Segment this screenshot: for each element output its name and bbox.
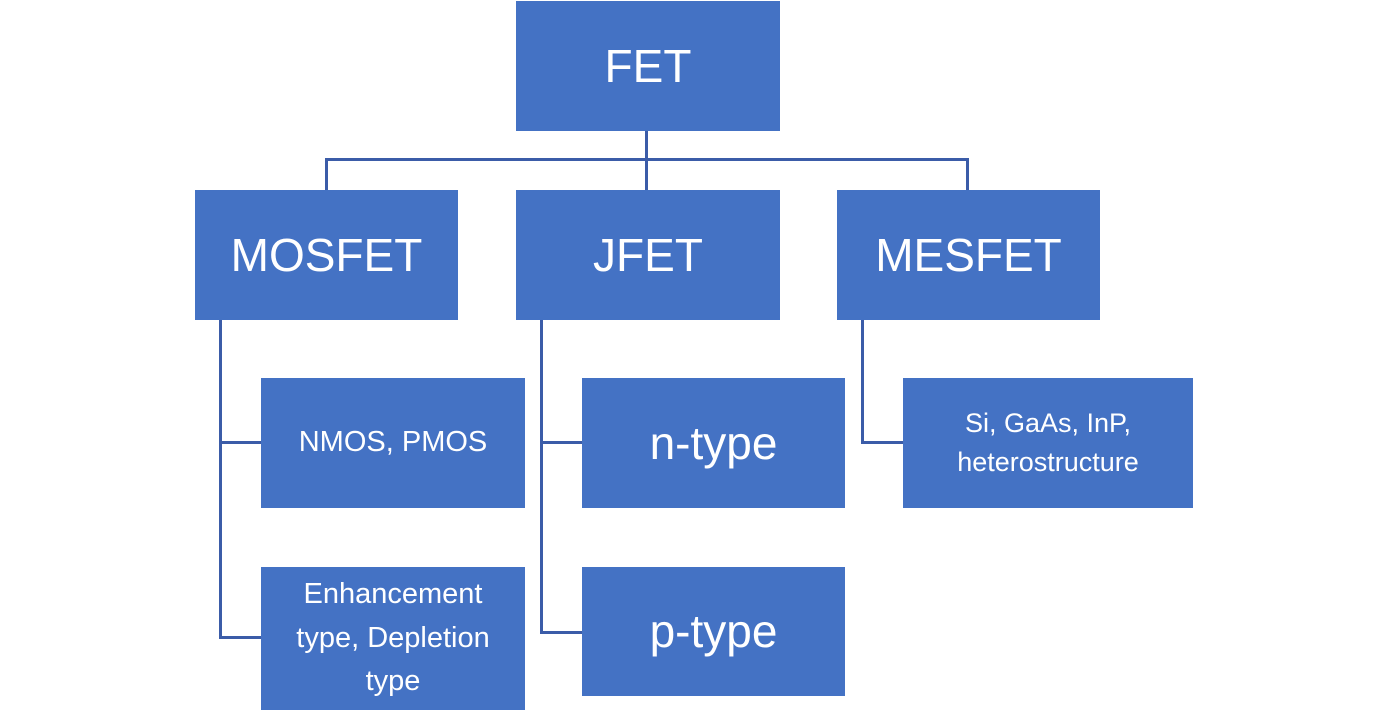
connector-mosfet-drop xyxy=(325,158,328,190)
node-mesfet: MESFET xyxy=(837,190,1100,320)
connector-si-stub xyxy=(861,441,903,444)
connector-ptype-stub xyxy=(540,631,582,634)
connector-horizontal-bus xyxy=(325,158,969,161)
node-p-type: p-type xyxy=(582,567,845,696)
connector-mesfet-rail xyxy=(861,320,864,444)
node-nmos-pmos: NMOS, PMOS xyxy=(261,378,525,508)
connector-fet-drop xyxy=(645,131,648,191)
node-jfet: JFET xyxy=(516,190,780,320)
connector-ntype-stub xyxy=(540,441,582,444)
connector-jfet-rail xyxy=(540,320,543,634)
node-n-type: n-type xyxy=(582,378,845,508)
connector-nmos-stub xyxy=(219,441,261,444)
node-fet: FET xyxy=(516,1,780,131)
connector-enhancement-stub xyxy=(219,636,261,639)
node-si-gaas-inp-heterostructure: Si, GaAs, InP, heterostructure xyxy=(903,378,1193,508)
node-mosfet: MOSFET xyxy=(195,190,458,320)
connector-mesfet-drop xyxy=(966,158,969,190)
node-enhancement-depletion: Enhancement type, Depletion type xyxy=(261,567,525,710)
connector-mosfet-rail xyxy=(219,320,222,639)
